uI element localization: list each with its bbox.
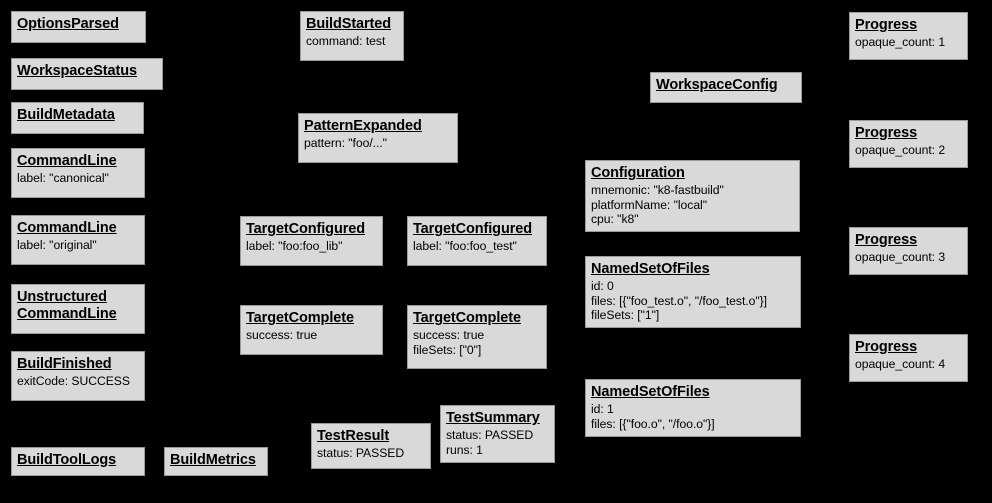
event-node-fields: command: test	[306, 34, 386, 49]
event-node-fields: mnemonic: "k8-fastbuild" platformName: "…	[591, 183, 724, 226]
event-node-title: PatternExpanded	[304, 118, 422, 134]
event-node-fields: label: "foo:foo_test"	[413, 239, 517, 254]
event-node-title: Progress	[855, 17, 918, 33]
event-node-fields: label: "original"	[17, 238, 97, 253]
event-node-target-complete-test[interactable]: TargetComplete success: true fileSets: ["…	[407, 305, 547, 369]
event-node-workspace-config[interactable]: WorkspaceConfig	[650, 72, 802, 103]
event-node-title: TestResult	[317, 428, 390, 444]
event-node-target-complete-lib[interactable]: TargetComplete success: true	[240, 305, 383, 355]
event-node-title: BuildStarted	[306, 16, 392, 32]
event-node-fields: success: true	[246, 328, 318, 343]
event-node-fields: id: 0 files: [{"foo_test.o", "/foo_test.…	[591, 279, 767, 322]
event-node-fields: label: "canonical"	[17, 171, 109, 186]
event-node-title: NamedSetOfFiles	[591, 261, 710, 277]
event-node-title: BuildMetrics	[170, 452, 256, 468]
event-node-named-set-of-files-0[interactable]: NamedSetOfFiles id: 0 files: [{"foo_test.…	[585, 256, 801, 329]
event-node-test-result[interactable]: TestResult status: PASSED	[311, 423, 431, 469]
event-node-progress-4[interactable]: Progress opaque_count: 4	[849, 334, 968, 382]
event-node-named-set-of-files-1[interactable]: NamedSetOfFiles id: 1 files: [{"foo.o", "…	[585, 379, 801, 437]
event-node-fields: status: PASSED runs: 1	[446, 428, 534, 457]
event-node-test-summary[interactable]: TestSummary status: PASSED runs: 1	[440, 405, 555, 463]
event-node-build-metrics[interactable]: BuildMetrics	[164, 447, 268, 476]
event-node-build-started[interactable]: BuildStarted command: test	[300, 11, 404, 61]
event-node-build-tool-logs[interactable]: BuildToolLogs	[11, 447, 145, 476]
event-node-progress-2[interactable]: Progress opaque_count: 2	[849, 120, 968, 168]
event-node-title: CommandLine	[17, 153, 117, 169]
event-node-title: OptionsParsed	[17, 16, 119, 32]
event-node-title: Progress	[855, 232, 918, 248]
event-node-fields: success: true fileSets: ["0"]	[413, 328, 485, 357]
event-node-title: WorkspaceStatus	[17, 63, 137, 79]
event-node-fields: pattern: "foo/..."	[304, 136, 387, 151]
event-node-fields: opaque_count: 4	[855, 357, 946, 372]
event-node-title: TargetConfigured	[246, 221, 365, 237]
event-node-title: TargetConfigured	[413, 221, 532, 237]
event-node-unstructured-command-line[interactable]: Unstructured CommandLine	[11, 284, 145, 334]
event-node-title: BuildMetadata	[17, 107, 115, 123]
event-node-title: CommandLine	[17, 220, 117, 236]
event-node-title: NamedSetOfFiles	[591, 384, 710, 400]
event-node-fields: opaque_count: 2	[855, 143, 946, 158]
event-node-title: TestSummary	[446, 410, 540, 426]
event-node-pattern-expanded[interactable]: PatternExpanded pattern: "foo/..."	[298, 113, 458, 163]
event-node-progress-1[interactable]: Progress opaque_count: 1	[849, 12, 968, 60]
event-node-title: Progress	[855, 125, 918, 141]
event-node-options-parsed[interactable]: OptionsParsed	[11, 11, 146, 43]
event-node-build-metadata[interactable]: BuildMetadata	[11, 102, 144, 134]
event-node-configuration[interactable]: Configuration mnemonic: "k8-fastbuild" pl…	[585, 160, 800, 233]
event-node-title: BuildToolLogs	[17, 452, 117, 468]
event-node-title: Progress	[855, 339, 918, 355]
event-node-fields: exitCode: SUCCESS	[17, 374, 130, 389]
event-node-title: WorkspaceConfig	[656, 77, 778, 93]
event-node-fields: opaque_count: 1	[855, 35, 946, 50]
event-node-build-finished[interactable]: BuildFinished exitCode: SUCCESS	[11, 351, 145, 401]
event-node-title: TargetComplete	[246, 310, 354, 326]
event-node-target-configured-lib[interactable]: TargetConfigured label: "foo:foo_lib"	[240, 216, 383, 266]
event-node-fields: id: 1 files: [{"foo.o", "/foo.o"}]	[591, 402, 715, 431]
event-node-title: TargetComplete	[413, 310, 521, 326]
event-node-command-line-canonical[interactable]: CommandLine label: "canonical"	[11, 148, 145, 198]
event-node-target-configured-test[interactable]: TargetConfigured label: "foo:foo_test"	[407, 216, 547, 266]
event-node-title: Unstructured CommandLine	[17, 289, 117, 323]
event-node-progress-3[interactable]: Progress opaque_count: 3	[849, 227, 968, 275]
event-node-title: Configuration	[591, 165, 685, 181]
event-node-fields: status: PASSED	[317, 446, 405, 461]
event-node-command-line-original[interactable]: CommandLine label: "original"	[11, 215, 145, 265]
event-node-fields: opaque_count: 3	[855, 250, 946, 265]
event-node-title: BuildFinished	[17, 356, 112, 372]
event-node-fields: label: "foo:foo_lib"	[246, 239, 343, 254]
event-node-workspace-status[interactable]: WorkspaceStatus	[11, 58, 163, 90]
